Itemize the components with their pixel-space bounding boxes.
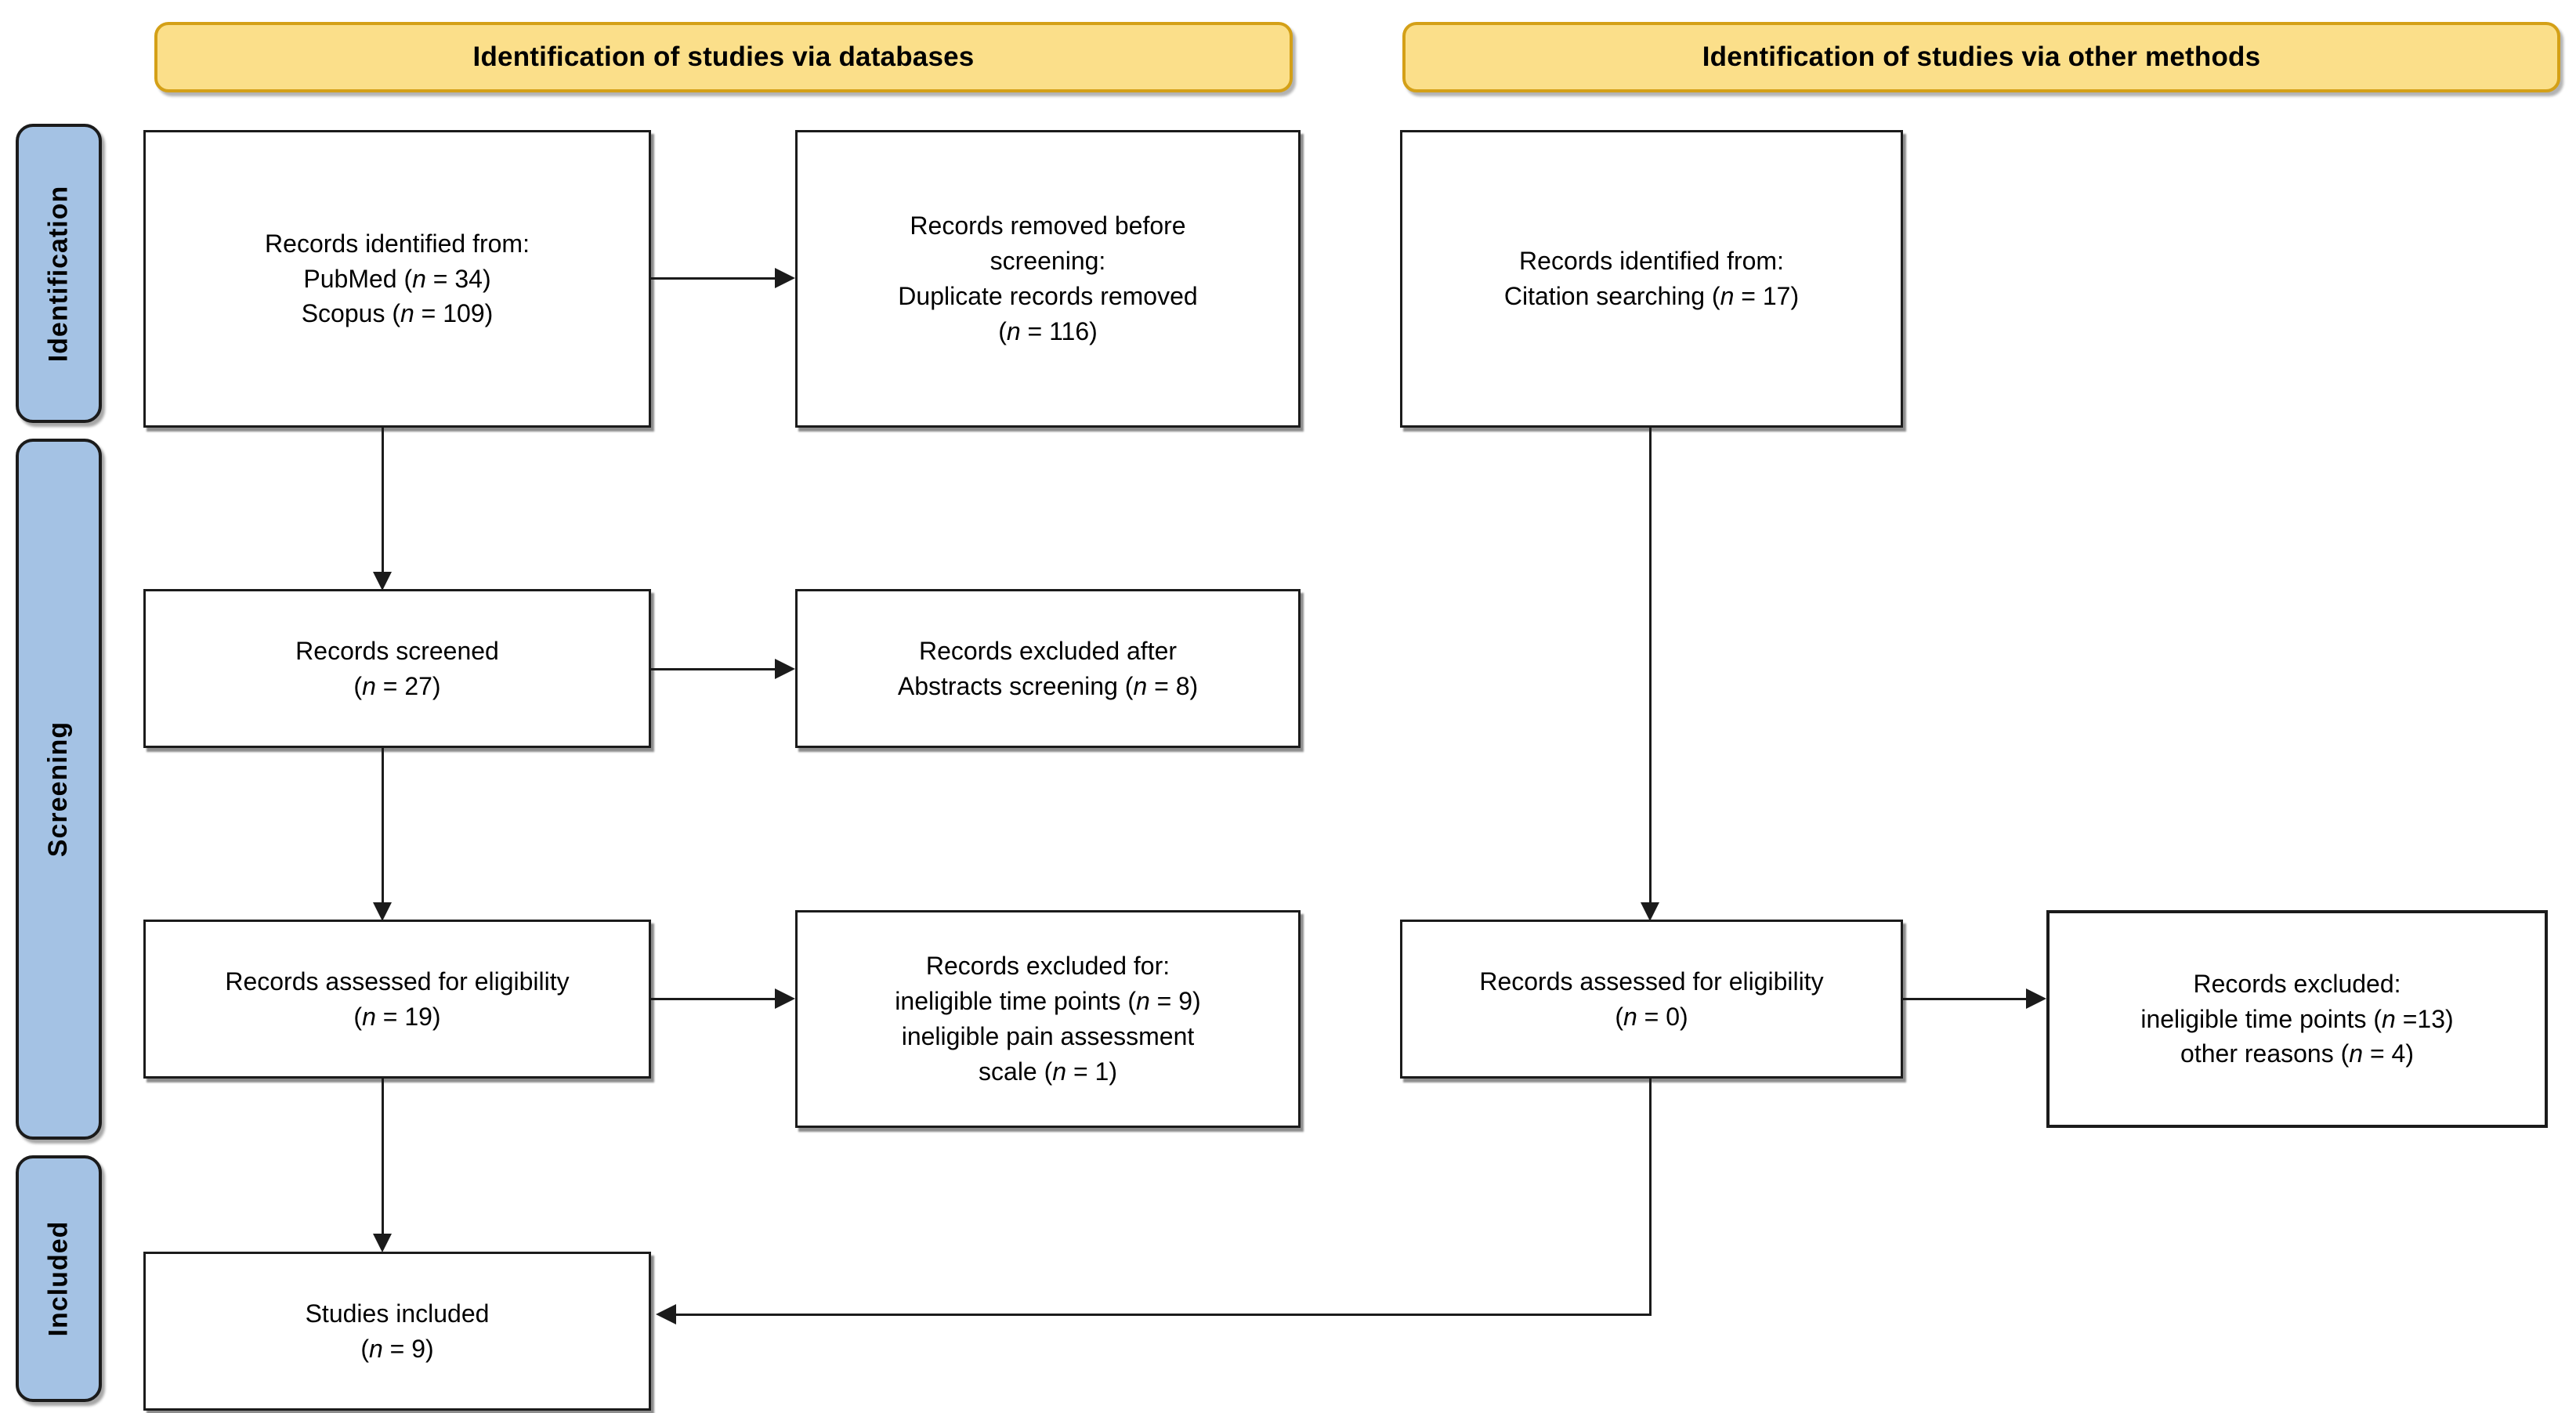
header-other-methods-label: Identification of studies via other meth…: [1702, 42, 2261, 72]
studies-included-line2: (n = 9): [360, 1334, 434, 1363]
connector-identified-to-screened: [382, 428, 384, 578]
connector-eligibility-to-included: [382, 1079, 384, 1239]
excluded-db-line3: ineligible pain assessment: [901, 1022, 1195, 1050]
connector-eligibility-other-to-included: [676, 1314, 1652, 1316]
records-identified-other-line2: Citation searching (n = 17): [1503, 282, 1800, 310]
box-records-excluded-databases: Records excluded for: ineligible time po…: [795, 910, 1301, 1128]
arrowhead-identified-to-screened: [373, 572, 392, 591]
box-eligibility-databases: Records assessed for eligibility (n = 19…: [143, 920, 651, 1079]
records-excluded-abstracts-line2: Abstracts screening (n = 8): [897, 671, 1199, 700]
records-removed-line4: (n = 116): [998, 316, 1098, 345]
records-removed-line1: Records removed before: [910, 211, 1186, 240]
records-removed-line2: screening:: [990, 247, 1106, 276]
studies-included-line1: Studies included: [305, 1299, 490, 1328]
box-records-identified-other-methods: Records identified from: Citation search…: [1400, 130, 1903, 428]
stage-screening: Screening: [16, 439, 102, 1140]
connector-eligibility-other-down: [1649, 1079, 1652, 1316]
arrowhead-screened-to-excluded: [775, 659, 795, 679]
connector-screened-to-eligibility: [382, 748, 384, 909]
box-records-identified-databases: Records identified from: PubMed (n = 34)…: [143, 130, 651, 428]
box-records-excluded-other-methods: Records excluded: ineligible time points…: [2046, 910, 2548, 1128]
arrowhead-eligibility-other-to-excluded: [2026, 988, 2046, 1009]
eligibility-other-line1: Records assessed for eligibility: [1479, 967, 1824, 996]
header-databases-label: Identification of studies via databases: [472, 42, 975, 72]
box-studies-included: Studies included (n = 9): [143, 1252, 651, 1411]
excluded-db-line2: ineligible time points (n = 9): [895, 987, 1201, 1016]
excluded-other-line3: other reasons (n = 4): [2180, 1039, 2414, 1068]
stage-included: Included: [16, 1155, 102, 1402]
eligibility-other-line2: (n = 0): [1615, 1002, 1688, 1031]
excluded-db-line1: Records excluded for:: [925, 952, 1170, 981]
records-excluded-abstracts-line1: Records excluded after: [918, 636, 1178, 665]
records-identified-db-line1: Records identified from:: [265, 229, 530, 258]
stage-identification: Identification: [16, 124, 102, 423]
arrowhead-identified-to-removed: [775, 268, 795, 288]
arrowhead-screened-to-eligibility: [373, 902, 392, 921]
records-screened-line2: (n = 27): [353, 671, 441, 700]
records-removed-line3: Duplicate records removed: [898, 282, 1198, 310]
header-other-methods: Identification of studies via other meth…: [1402, 22, 2560, 92]
excluded-db-line4: scale (n = 1): [979, 1057, 1117, 1086]
connector-eligibility-other-to-excluded: [1903, 998, 2026, 1000]
connector-other-to-eligibility: [1649, 428, 1652, 909]
arrowhead-other-to-eligibility: [1641, 902, 1659, 921]
stage-identification-label: Identification: [43, 185, 74, 362]
connector-eligibility-db-to-excluded: [651, 998, 775, 1000]
connector-identified-to-removed: [651, 277, 775, 280]
excluded-other-line2: ineligible time points (n =13): [2140, 1004, 2454, 1033]
eligibility-db-line1: Records assessed for eligibility: [225, 967, 570, 996]
stage-included-label: Included: [43, 1220, 74, 1337]
arrowhead-other-to-included: [656, 1304, 676, 1324]
records-identified-db-line2: PubMed (n = 34): [303, 264, 491, 293]
arrowhead-eligibility-db-to-excluded: [775, 988, 795, 1009]
box-records-excluded-abstracts: Records excluded after Abstracts screeni…: [795, 589, 1301, 748]
excluded-other-line1: Records excluded:: [2193, 969, 2401, 998]
records-identified-other-line1: Records identified from:: [1519, 247, 1784, 276]
header-databases: Identification of studies via databases: [154, 22, 1293, 92]
box-records-removed-before-screening: Records removed before screening: Duplic…: [795, 130, 1301, 428]
records-screened-line1: Records screened: [295, 636, 499, 665]
eligibility-db-line2: (n = 19): [353, 1002, 441, 1031]
stage-screening-label: Screening: [43, 721, 74, 858]
box-eligibility-other-methods: Records assessed for eligibility (n = 0): [1400, 920, 1903, 1079]
records-identified-db-line3: Scopus (n = 109): [301, 299, 494, 328]
box-records-screened: Records screened (n = 27): [143, 589, 651, 748]
connector-screened-to-excluded: [651, 668, 775, 670]
arrowhead-eligibility-to-included: [373, 1234, 392, 1252]
